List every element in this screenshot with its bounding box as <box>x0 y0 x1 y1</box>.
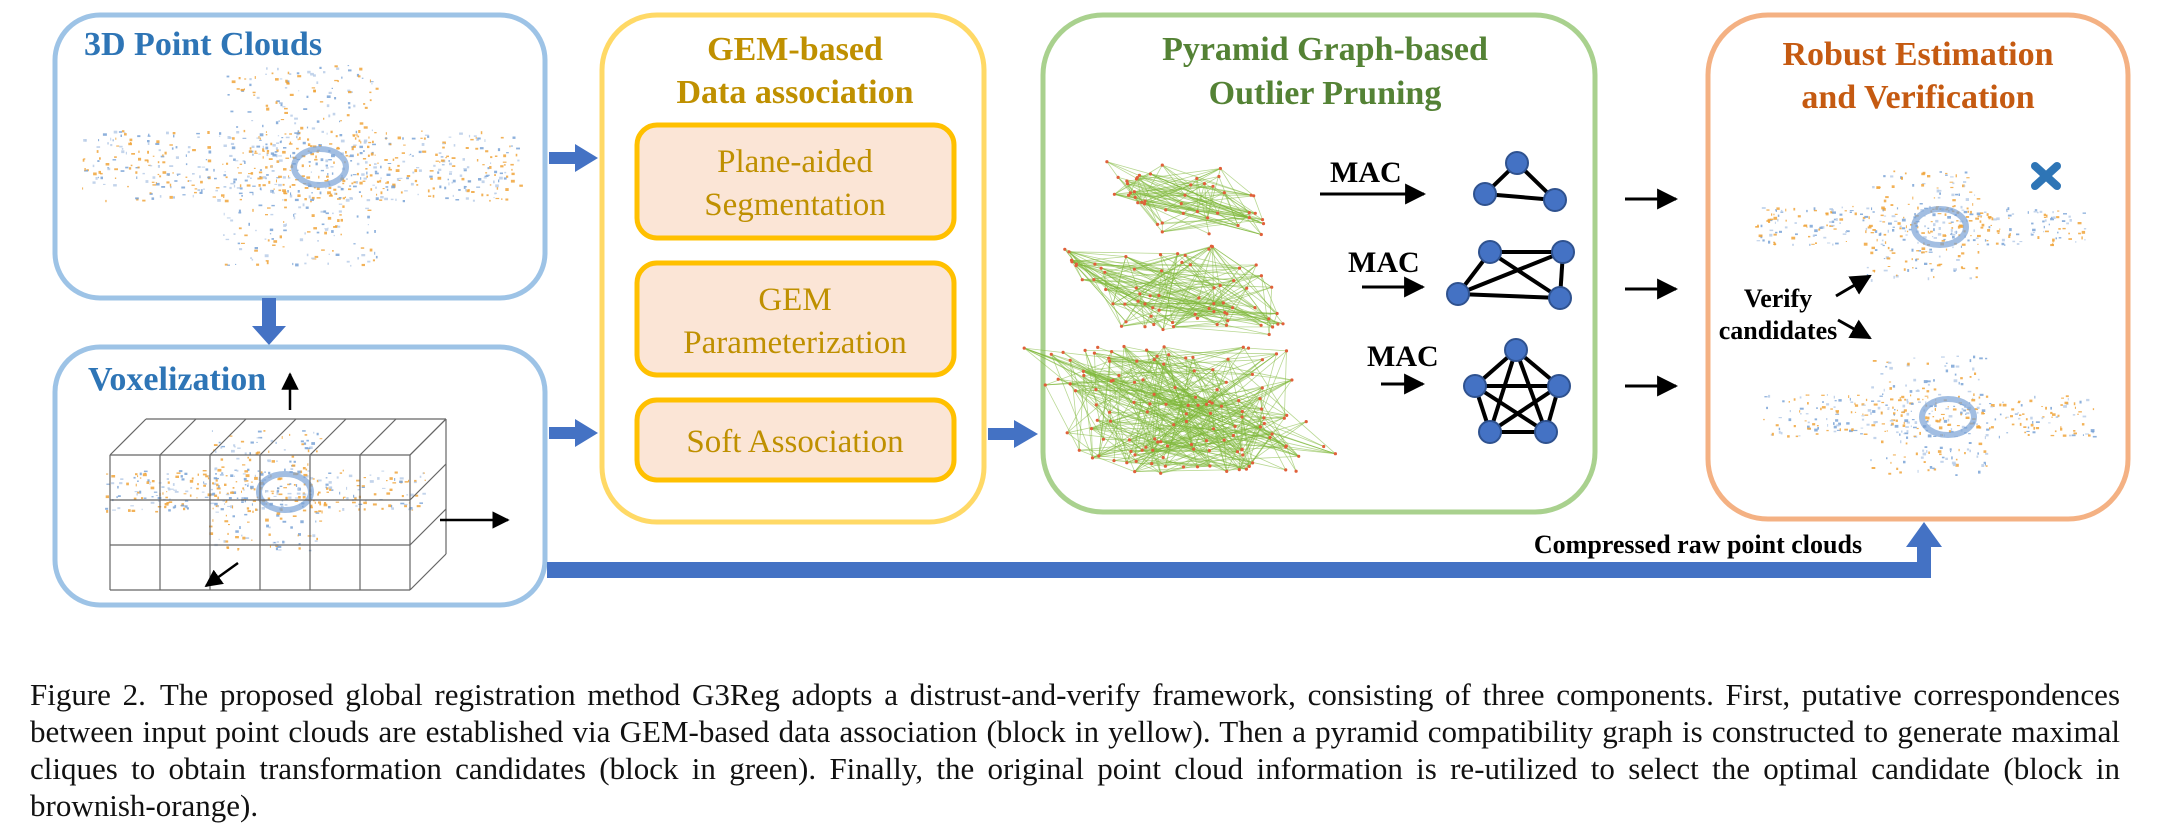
gem-box-parameterization-line2: Parameterization <box>683 325 907 361</box>
arrow-voxelization-to-gem <box>549 419 598 447</box>
voxel-grid-image <box>105 372 510 591</box>
candidate-cloud-rejected <box>1755 170 2087 282</box>
arrow-pointclouds-to-gem <box>549 144 598 172</box>
gem-box-segmentation <box>634 122 957 241</box>
gem-box-parameterization-line1: GEM <box>758 282 831 318</box>
verify-label-line2: candidates <box>1719 316 1837 345</box>
candidate-cloud-accepted <box>1763 355 2097 476</box>
gem-box-soft-association-line1: Soft Association <box>686 424 903 460</box>
pyramid-title-line2: Outlier Pruning <box>1209 75 1442 112</box>
mac-label-1: MAC <box>1330 156 1402 189</box>
point-clouds-panel: 3D Point Clouds <box>52 12 548 301</box>
gem-box-segmentation-line2: Segmentation <box>704 187 885 223</box>
verify-arrow-down <box>1837 318 1872 340</box>
clique-graph-4-nodes <box>1446 240 1575 310</box>
mac-label-2: MAC <box>1348 246 1420 279</box>
robust-title-line2: and Verification <box>1801 79 2034 116</box>
gem-panel: GEM-based Data association Plane-aided S… <box>599 12 987 525</box>
verify-arrow-up <box>1835 274 1872 298</box>
clique-graph-3-nodes <box>1473 151 1567 212</box>
gem-box-soft-association <box>634 397 957 483</box>
framework-diagram: 3D Point Clouds Voxelization GEM-based D… <box>52 12 2131 608</box>
pyramid-panel: Pyramid Graph-based Outlier Pruning MAC … <box>1022 12 1598 515</box>
caption-label: Figure 2. <box>30 677 146 712</box>
compressed-label: Compressed raw point clouds <box>1534 530 1862 559</box>
pyramid-frame <box>1040 12 1598 515</box>
mac-label-3: MAC <box>1367 340 1439 373</box>
caption-text: The proposed global registration method … <box>30 677 2121 823</box>
gem-title-line2: Data association <box>676 74 913 111</box>
voxelization-panel: Voxelization <box>52 344 548 608</box>
x-mark-icon <box>2031 162 2061 190</box>
gem-box-parameterization <box>634 260 957 378</box>
pyramid-graph-image <box>1022 160 1337 475</box>
verify-label-line1: Verify <box>1744 284 1812 313</box>
compressed-bypass-arrow <box>547 522 1942 578</box>
point-cloud-image <box>82 65 523 267</box>
arrow-down-to-voxelization <box>252 298 286 345</box>
robust-panel: Robust Estimation and Verification Verif… <box>1705 12 2131 522</box>
point-clouds-title: 3D Point Clouds <box>84 26 322 63</box>
clique-graph-5-nodes <box>1463 338 1571 444</box>
figure-caption: Figure 2.The proposed global registratio… <box>30 676 2120 824</box>
gem-title-line1: GEM-based <box>707 31 883 68</box>
pyramid-title-line1: Pyramid Graph-based <box>1162 31 1488 68</box>
gem-box-segmentation-line1: Plane-aided <box>717 144 873 180</box>
robust-title-line1: Robust Estimation <box>1782 36 2053 73</box>
robust-frame <box>1705 12 2131 522</box>
voxelization-title: Voxelization <box>88 361 266 398</box>
arrow-gem-to-pyramid <box>988 420 1038 448</box>
